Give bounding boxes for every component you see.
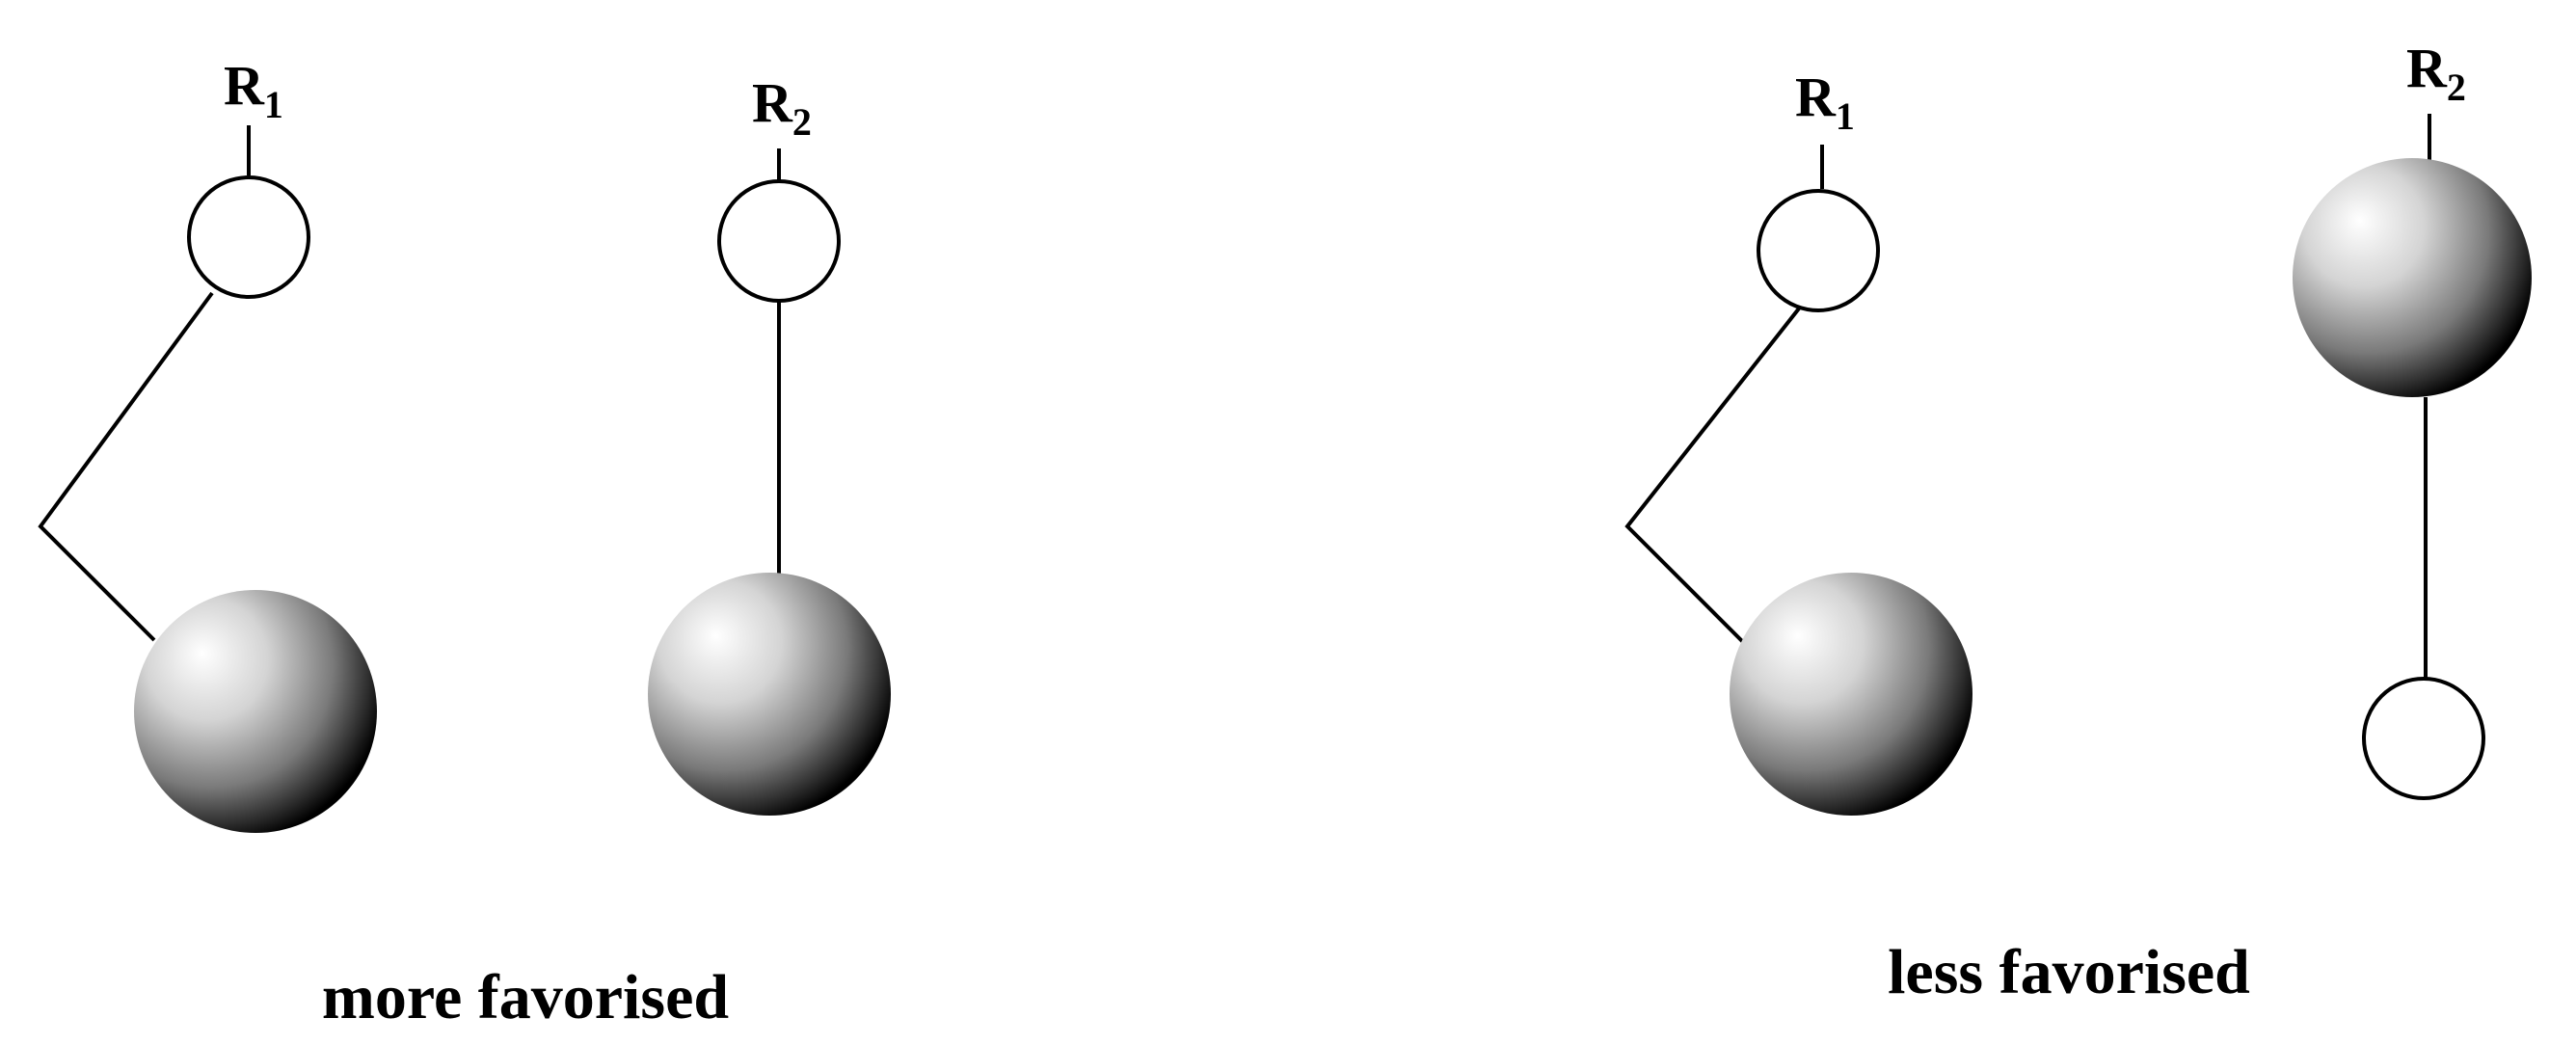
shaded-ball [1730,573,1972,816]
shaded-ball [648,573,891,816]
open-atom [2362,677,2485,800]
panel-more-favorised: R1 R2 more favorised [38,54,891,1032]
caption-more-favorised: more favorised [322,962,729,1032]
open-atom-r1 [1757,189,1880,312]
caption-less-favorised: less favorised [1888,937,2250,1007]
molecule-r2-anti: R2 [648,71,891,816]
shaded-ball [134,590,377,833]
shaded-ball [2293,158,2532,397]
gauche-bond [1624,307,1801,652]
r2-label: R2 [752,71,812,144]
open-atom-r1 [187,175,310,299]
panel-less-favorised: R1 R2 less favorised [1624,37,2532,1007]
molecule-r2-eclipsed: R2 [2293,37,2532,800]
open-atom-r2 [717,179,841,303]
molecule-r1-gauche: R1 [38,54,377,833]
r1-label: R1 [1795,66,1855,138]
r2-label: R2 [2406,37,2466,109]
r1-label: R1 [224,54,283,126]
gauche-bond [38,291,214,642]
molecule-r1-gauche: R1 [1624,66,1972,816]
